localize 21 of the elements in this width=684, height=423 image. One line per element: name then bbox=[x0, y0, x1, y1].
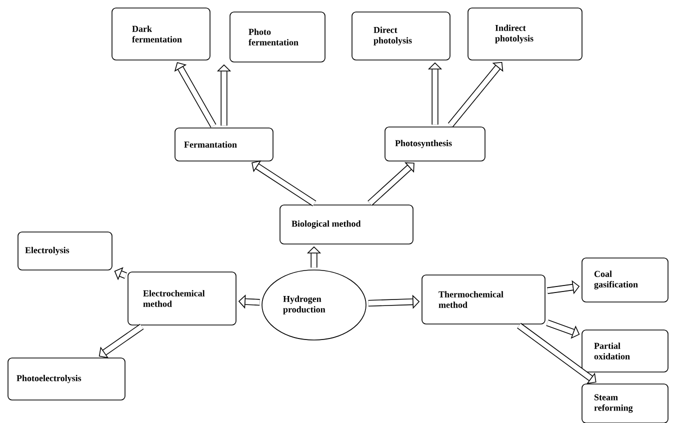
process-box: Biological method bbox=[280, 204, 414, 244]
process-box: Electrolysis bbox=[18, 232, 112, 270]
process-box: Dark fermentation bbox=[112, 8, 210, 60]
ellipse-node: Hydrogen production bbox=[262, 270, 366, 340]
process-box: Direct photolysis bbox=[352, 12, 450, 60]
process-box: Electrochemical method bbox=[128, 272, 236, 326]
block-arrow bbox=[448, 62, 504, 128]
block-arrow bbox=[98, 324, 144, 358]
block-arrow bbox=[368, 162, 414, 206]
process-box: Indirect photolysis bbox=[468, 8, 582, 60]
process-box: Coal gasification bbox=[582, 258, 668, 302]
block-arrow bbox=[517, 322, 596, 384]
process-box: Photo fermentation bbox=[230, 12, 326, 62]
process-box: Photoelectrolysis bbox=[8, 358, 126, 400]
process-box: Thermochemical method bbox=[422, 274, 546, 324]
process-box: Steam reforming bbox=[582, 384, 668, 423]
block-arrow bbox=[114, 267, 127, 280]
process-box: Fermantation bbox=[174, 128, 274, 162]
process-box: Photosynthesis bbox=[384, 126, 486, 162]
block-arrow bbox=[174, 62, 216, 128]
process-box: Partial oxidation bbox=[582, 330, 668, 372]
